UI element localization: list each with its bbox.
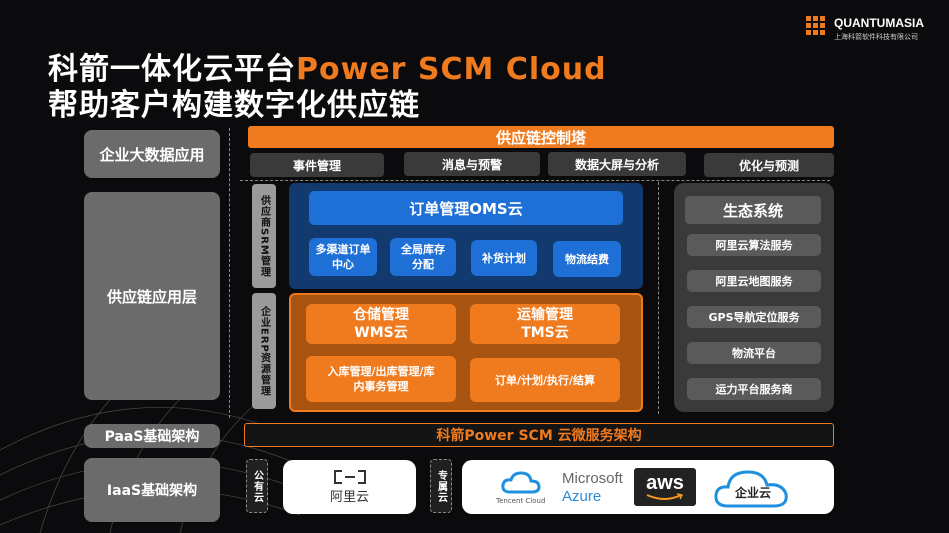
divider: [229, 128, 230, 418]
logo: QUANTUMASIA 上海科箭软件科技有限公司: [806, 14, 941, 44]
tab-message-alert: 消息与预警: [404, 152, 540, 176]
eco-item-ali-map: 阿里云地图服务: [687, 270, 821, 292]
divider: [240, 180, 830, 181]
ecosystem-title: 生态系统: [685, 196, 821, 224]
tab-optimize-predict: 优化与预测: [704, 153, 834, 177]
eco-item-gps: GPS导航定位服务: [687, 306, 821, 328]
aliyun-name: 阿里云: [329, 489, 369, 505]
logo-name: QUANTUMASIA: [834, 16, 924, 30]
oms-chip-global-inventory: 全局库存分配: [390, 238, 456, 276]
wms-title-line1: 仓储管理: [353, 307, 409, 323]
control-tower-bar: 供应链控制塔: [248, 126, 834, 148]
page-title-line1: 科箭一体化云平台Power SCM Cloud: [48, 44, 607, 88]
iaas-public-label: 公有云: [246, 459, 268, 513]
logo-mark-icon: [806, 16, 825, 35]
microsoft-label: Microsoft: [562, 470, 623, 487]
tencent-cloud-name: Tencent Cloud: [496, 497, 546, 505]
wms-title: 仓储管理 WMS云: [306, 304, 456, 344]
layer-supply-chain: 供应链应用层: [84, 192, 220, 400]
aliyun-logo-icon: [333, 469, 366, 484]
side-label-srm: 供应商SRM管理: [252, 184, 276, 288]
aws-label: aws: [646, 472, 684, 494]
tencent-cloud-icon: [501, 471, 541, 494]
azure-label: Azure: [562, 488, 602, 505]
logo-company: 上海科箭软件科技有限公司: [834, 33, 918, 41]
eco-item-capacity-provider: 运力平台服务商: [687, 378, 821, 400]
oms-title: 订单管理OMS云: [309, 191, 623, 225]
divider: [658, 182, 659, 414]
wms-title-line2: WMS云: [354, 325, 408, 341]
title-en: Power SCM Cloud: [296, 52, 607, 87]
page-title-line2: 帮助客户构建数字化供应链: [48, 88, 420, 123]
side-label-erp: 企业ERP资源管理: [252, 293, 276, 409]
iaas-private-label: 专属云: [430, 459, 452, 513]
aliyun-card: 阿里云: [283, 460, 416, 514]
layer-big-data: 企业大数据应用: [84, 130, 220, 178]
tms-title-line1: 运输管理: [517, 307, 573, 323]
wms-detail: 入库管理/出库管理/库内事务管理: [306, 356, 456, 402]
layer-paas: PaaS基础架构: [84, 424, 220, 448]
title-cn: 科箭一体化云平台: [48, 52, 296, 87]
paas-bar: 科箭Power SCM 云微服务架构: [244, 423, 834, 447]
private-cloud-card: Tencent Cloud Microsoft Azure aws 企业云: [462, 460, 834, 514]
tms-title: 运输管理 TMS云: [470, 304, 620, 344]
aws-logo: aws: [634, 468, 696, 506]
layer-iaas: IaaS基础架构: [84, 458, 220, 522]
oms-chip-multichannel: 多渠道订单中心: [309, 238, 377, 276]
oms-chip-replenishment: 补货计划: [471, 240, 537, 276]
tab-dashboard-analysis: 数据大屏与分析: [548, 152, 686, 176]
oms-chip-logistics-settlement: 物流结费: [553, 241, 621, 277]
tms-title-line2: TMS云: [521, 325, 569, 341]
eco-item-ali-algorithm: 阿里云算法服务: [687, 234, 821, 256]
tab-event-management: 事件管理: [250, 153, 384, 177]
enterprise-cloud-icon: [714, 470, 788, 508]
tms-detail: 订单/计划/执行/结算: [470, 358, 620, 402]
eco-item-logistics-platform: 物流平台: [687, 342, 821, 364]
enterprise-cloud-name: 企业云: [734, 485, 771, 500]
aws-smile-icon: [646, 493, 684, 500]
